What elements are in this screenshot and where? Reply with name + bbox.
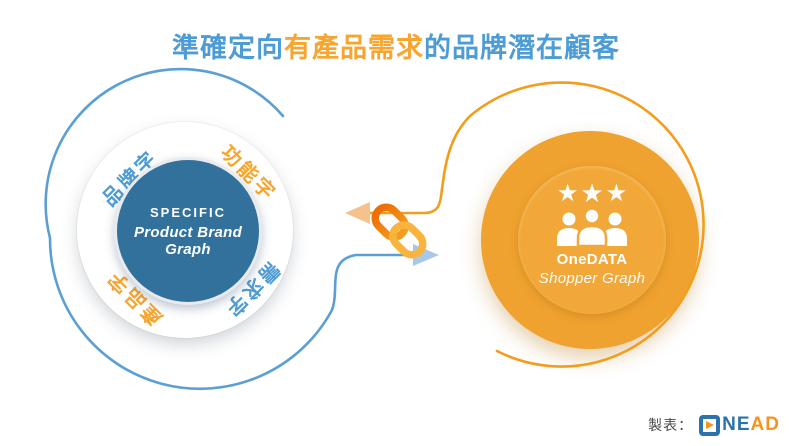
- onead-logo-ne: NE: [722, 414, 751, 435]
- star-icon: ★: [605, 180, 628, 207]
- product-brand-graph-label: Product Brand Graph: [133, 223, 243, 258]
- onedata-inner-circle: ★ ★ ★ OneDATA Shopper Graph: [518, 166, 666, 314]
- page-title: 準確定向有產品需求的品牌潛在顧客: [0, 26, 792, 65]
- star-icon: ★: [556, 180, 579, 207]
- arrow-right-icon: [413, 244, 439, 266]
- onead-logo-o-icon: [699, 414, 721, 436]
- onead-logo-ad: AD: [750, 414, 780, 435]
- onedata-label: OneDATA: [556, 251, 628, 268]
- title-segment-2: 有產品需求: [284, 33, 424, 63]
- arrow-left-icon: [345, 202, 370, 224]
- specific-brand-graph-circle: SPECIFIC Product Brand Graph: [114, 157, 262, 305]
- title-segment-1: 準確定向: [172, 33, 284, 63]
- credit-label: 製表：: [648, 417, 694, 433]
- shopper-graph-label: Shopper Graph: [538, 270, 646, 287]
- play-icon: [706, 421, 715, 429]
- onead-logo: NE AD: [699, 414, 780, 436]
- chain-link-icon: [371, 203, 427, 259]
- footer-credit: 製表： NE AD: [648, 414, 780, 436]
- people-group-icon: [557, 208, 627, 246]
- specific-label: SPECIFIC: [150, 204, 226, 220]
- stars-row: ★ ★ ★: [557, 180, 627, 206]
- star-icon: ★: [580, 178, 604, 208]
- title-segment-3: 的品牌潛在顧客: [424, 33, 620, 63]
